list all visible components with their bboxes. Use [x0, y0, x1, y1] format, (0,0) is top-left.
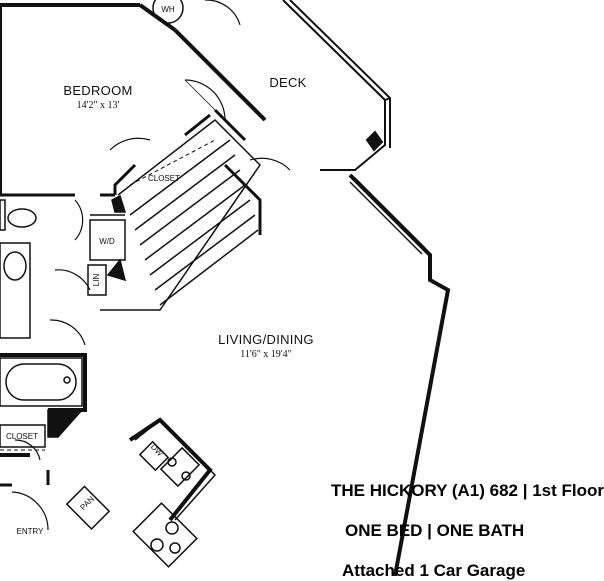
kitchen [65, 418, 217, 568]
linen-closet [87, 264, 107, 296]
garage-label: Attached 1 Car Garage [342, 561, 526, 580]
closet-shelves [0, 139, 216, 451]
wd-label: W/D [99, 237, 115, 246]
deck-label: DECK [269, 75, 306, 90]
living-dims: 11'6" x 19'4" [240, 349, 291, 360]
pan-label: PAN [78, 494, 96, 512]
entry-walls [0, 470, 50, 487]
wh-label: WH [161, 5, 175, 14]
lower-closet [0, 424, 46, 448]
plan-title: THE HICKORY (A1) 682 | 1st Floor [330, 481, 604, 500]
bath-fixtures [0, 199, 84, 438]
stairs [100, 119, 261, 311]
bedroom-walls [0, 108, 262, 235]
window [349, 177, 426, 255]
living-label: LIVING/DINING [218, 332, 314, 347]
lin-label: LIN [92, 274, 101, 287]
door-swings [11, 0, 291, 531]
wd-closet [89, 214, 126, 261]
wh-fixture [152, 0, 184, 24]
entry-label: ENTRY [17, 527, 45, 536]
bedroom-label: BEDROOM [63, 83, 132, 98]
deck-outline [282, 0, 391, 171]
bedroom-dims: 14'2" x 13' [77, 100, 120, 111]
bed-bath-label: ONE BED | ONE BATH [345, 521, 525, 540]
closet-upper-label: CLOSET [148, 174, 180, 183]
closet-lower-label: CLOSET [6, 432, 38, 441]
dw-label: DW [149, 442, 165, 458]
